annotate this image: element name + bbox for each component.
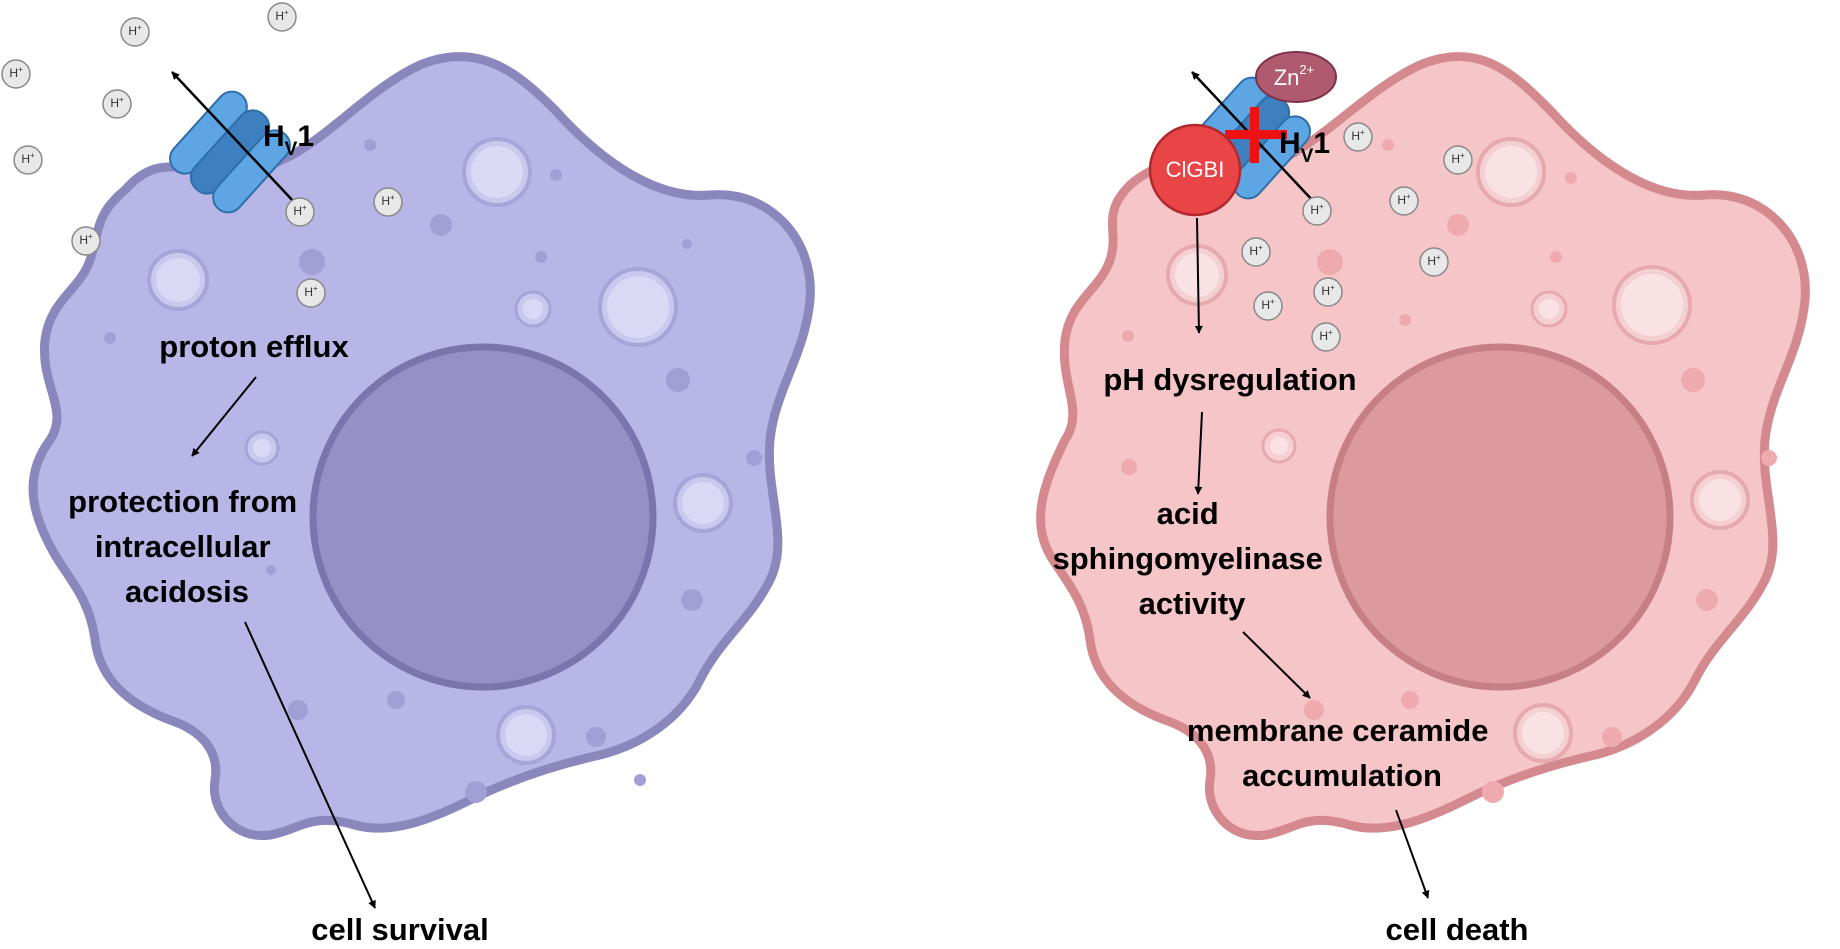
right-panel: HV1 Zn2+ ClGBI H+ H+ H+ H+ H+ H+ H+ H+ H… xyxy=(1036,51,1810,947)
left-panel: HV1 H+ H+ H+ H+ H+ H+ H+ H+ H+ proton ef… xyxy=(1,2,815,947)
left-hv1-channel xyxy=(169,90,291,214)
proton-ion: H+ xyxy=(1419,247,1449,277)
svg-text:H+: H+ xyxy=(293,203,307,218)
label-ph-dysregulation: pH dysregulation xyxy=(1103,362,1356,397)
clgbi-molecule: ClGBI xyxy=(1148,123,1242,217)
proton-ion: H+ xyxy=(267,2,297,32)
svg-text:H+: H+ xyxy=(79,232,93,247)
proton-ion: H+ xyxy=(120,17,150,47)
left-organelles xyxy=(104,137,762,803)
proton-ion: H+ xyxy=(1253,291,1283,321)
label-cell-survival: cell survival xyxy=(311,912,489,944)
svg-text:ClGBI: ClGBI xyxy=(1166,157,1225,182)
zinc-ion: Zn2+ xyxy=(1255,51,1337,103)
svg-text:H+: H+ xyxy=(128,23,142,38)
svg-text:H+: H+ xyxy=(1351,128,1365,143)
svg-text:H+: H+ xyxy=(304,284,318,299)
arrow-ph-to-acid xyxy=(1194,411,1203,495)
svg-text:H+: H+ xyxy=(1310,202,1324,217)
proton-ion: H+ xyxy=(71,226,101,256)
left-nucleus xyxy=(309,343,657,691)
proton-ion: H+ xyxy=(1343,122,1373,152)
arrow-acid-to-membrane xyxy=(1242,631,1311,699)
svg-text:H+: H+ xyxy=(110,95,124,110)
proton-ion: H+ xyxy=(1313,277,1343,307)
left-efflux-arrow xyxy=(171,71,296,204)
proton-ion: H+ xyxy=(285,197,315,227)
arrow-membrane-to-death xyxy=(1395,809,1430,899)
svg-text:H+: H+ xyxy=(1427,253,1441,268)
proton-ion: H+ xyxy=(1,59,31,89)
right-hv1-label: HV1 xyxy=(1279,127,1330,167)
label-cell-death: cell death xyxy=(1386,912,1529,944)
proton-ion: H+ xyxy=(13,145,43,175)
right-proton-ions: H+ H+ H+ H+ H+ H+ H+ H+ H+ xyxy=(1241,122,1473,352)
svg-text:H+: H+ xyxy=(1451,151,1465,166)
arrow-protection-to-survival xyxy=(244,621,376,909)
left-hv1-label: HV1 xyxy=(263,120,314,160)
label-proton-efflux: proton efflux xyxy=(159,329,349,364)
proton-ion: H+ xyxy=(1311,322,1341,352)
proton-ion: H+ xyxy=(296,278,326,308)
svg-text:H+: H+ xyxy=(1397,192,1411,207)
channel-block-mark xyxy=(1225,107,1287,163)
proton-ion: H+ xyxy=(1302,196,1332,226)
svg-text:H+: H+ xyxy=(21,151,35,166)
proton-ion: H+ xyxy=(1389,186,1419,216)
proton-ion: H+ xyxy=(102,89,132,119)
label-protection: protection from intracellular acidosis xyxy=(68,484,306,609)
right-organelles xyxy=(1121,137,1777,803)
svg-text:H+: H+ xyxy=(381,193,395,208)
svg-text:H+: H+ xyxy=(1261,297,1275,312)
arrow-drug-to-ph xyxy=(1194,217,1203,334)
svg-text:H+: H+ xyxy=(275,8,289,23)
left-proton-ions: H+ H+ H+ H+ H+ H+ H+ H+ H+ xyxy=(1,2,403,308)
proton-ion: H+ xyxy=(373,187,403,217)
proton-ion: H+ xyxy=(1443,145,1473,175)
svg-text:Zn2+: Zn2+ xyxy=(1274,62,1315,89)
svg-text:H+: H+ xyxy=(1321,283,1335,298)
proton-ion: H+ xyxy=(1241,237,1271,267)
svg-text:H+: H+ xyxy=(1249,243,1263,258)
svg-text:H+: H+ xyxy=(9,65,23,80)
label-membrane-ceramide: membrane ceramide accumulation xyxy=(1187,713,1497,793)
arrow-efflux-to-protection xyxy=(191,376,257,457)
right-nucleus xyxy=(1326,343,1674,691)
label-acid-sphingomyelinase: acid sphingomyelinase activity xyxy=(1052,496,1331,621)
svg-text:H+: H+ xyxy=(1319,328,1333,343)
